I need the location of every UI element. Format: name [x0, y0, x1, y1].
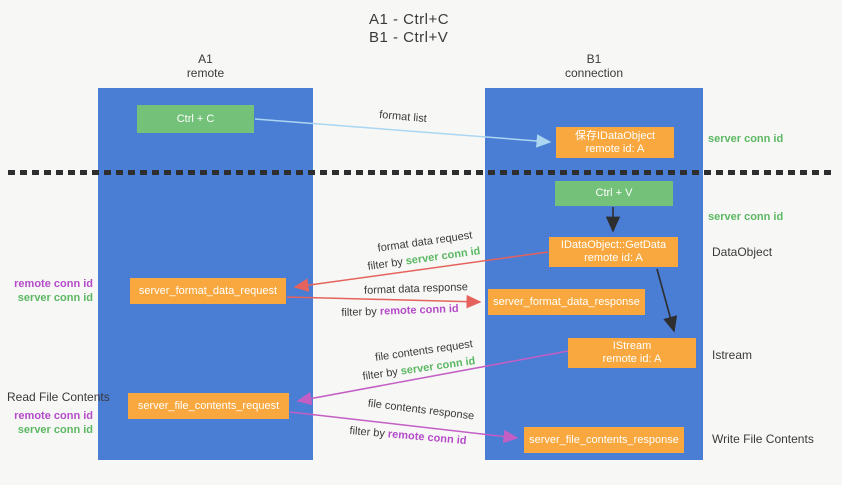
ctrl-v-label: Ctrl + V — [595, 187, 633, 199]
server-conn-id-label-top: server conn id — [708, 133, 784, 145]
ctrl-c-box: Ctrl + C — [137, 105, 254, 133]
ctrl-c-label: Ctrl + C — [176, 112, 215, 125]
column-a1-name: A1 — [198, 52, 213, 66]
left-conn-id-stack-top: remote conn id server conn id — [0, 277, 93, 305]
column-a1-subtitle: remote — [186, 66, 225, 80]
server-file-contents-response-label: server_file_contents_response — [529, 433, 679, 446]
server-file-contents-response-box: server_file_contents_response — [524, 427, 684, 453]
server-format-data-response-label: server_format_data_response — [493, 295, 640, 308]
file-contents-response-label: file contents response — [367, 397, 475, 423]
ctrl-v-box: Ctrl + V — [555, 181, 673, 206]
istream-line1: IStream — [612, 340, 652, 352]
server-conn-id-label-mid: server conn id — [708, 211, 784, 223]
idataobject-getdata-box: IDataObject::GetData remote id: A — [549, 237, 678, 267]
format-data-response-label: format data response — [363, 281, 469, 297]
column-b1-name: B1 — [586, 52, 602, 66]
istream-box: IStream remote id: A — [568, 338, 696, 368]
save-idataobject-line2: remote id: A — [585, 142, 645, 155]
remote-conn-id-label: remote conn id — [14, 410, 93, 422]
filter-by-text: filter by — [361, 365, 402, 383]
column-header-a1: A1 remote — [98, 52, 313, 80]
server-file-contents-request-label: server_file_contents_request — [137, 399, 280, 412]
write-file-contents-label: Write File Contents — [712, 432, 814, 446]
istream-line2: remote id: A — [602, 353, 662, 365]
format-data-response-filter-label: filter by remote conn id — [341, 303, 459, 319]
session-divider-dotted-line — [8, 170, 834, 175]
dataobject-label: DataObject — [712, 245, 773, 259]
remote-conn-id-label: remote conn id — [14, 278, 93, 290]
title-line-2: B1 - Ctrl+V — [369, 29, 449, 46]
file-contents-response-filter-label: filter by remote conn id — [349, 425, 467, 447]
server-conn-id-label: server conn id — [17, 292, 93, 304]
format-list-label: format list — [378, 108, 428, 126]
getdata-line2: remote id: A — [584, 252, 643, 264]
remote-conn-id-keyword: remote conn id — [387, 428, 467, 448]
filter-by-text: filter by — [341, 305, 381, 320]
istream-side-label: Istream — [712, 348, 753, 362]
title-line-1: A1 - Ctrl+C — [369, 11, 450, 28]
save-idataobject-line1: 保存IDataObject — [574, 129, 656, 142]
filter-by-text: filter by — [366, 255, 407, 273]
save-idataobject-box: 保存IDataObject remote id: A — [556, 127, 674, 158]
column-b1-subtitle: connection — [564, 66, 624, 80]
filter-by-text: filter by — [349, 424, 389, 441]
server-file-contents-request-box: server_file_contents_request — [128, 393, 289, 419]
diagram-title: A1 - Ctrl+C B1 - Ctrl+V — [369, 11, 449, 47]
getdata-line1: IDataObject::GetData — [560, 239, 667, 251]
server-format-data-request-label: server_format_data_request — [138, 284, 278, 297]
server-format-data-response-box: server_format_data_response — [488, 289, 645, 315]
read-file-contents-label: Read File Contents — [7, 390, 110, 404]
server-conn-id-label: server conn id — [17, 424, 93, 436]
column-header-b1: B1 connection — [485, 52, 703, 80]
remote-conn-id-keyword: remote conn id — [379, 302, 459, 318]
server-format-data-request-box: server_format_data_request — [130, 278, 286, 304]
left-conn-id-stack-bottom: remote conn id server conn id — [0, 409, 93, 437]
arrow-format-data-response — [286, 294, 482, 309]
